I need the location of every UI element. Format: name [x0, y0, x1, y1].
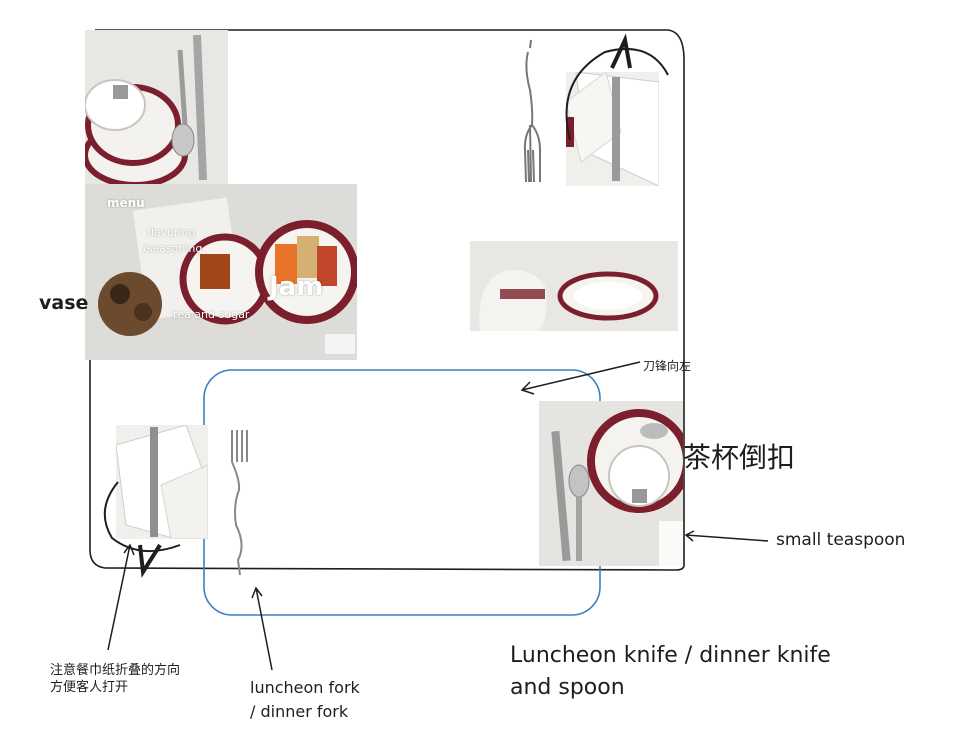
photo-napkin-knife-bottom: [116, 425, 208, 539]
table-outline: [89, 29, 685, 571]
small-teaspoon-label: small teaspoon: [776, 530, 906, 550]
napkin-note-line1: 注意餐巾纸折叠的方向: [50, 663, 181, 678]
flavoring-label: flavoring: [147, 226, 196, 239]
cup-inverted-label: 茶杯倒扣: [683, 441, 796, 474]
photo-condiments: menu flavoring /seasoning Jam tea and su…: [85, 184, 357, 360]
luncheon-fork-line1: luncheon fork: [250, 678, 360, 697]
jam-label: Jam: [269, 272, 324, 302]
seasoning-label: /seasoning: [143, 242, 203, 255]
luncheon-fork-line2: / dinner fork: [250, 702, 349, 721]
blade-left-label: 刀锋向左: [643, 359, 692, 373]
napkin-note-line2: 方便客人打开: [50, 680, 129, 695]
photo-creamer-saucer: [470, 241, 678, 331]
knife-spoon-line2: and spoon: [510, 675, 625, 700]
photo-cup-spoon: [85, 30, 228, 185]
menu-label: menu: [107, 196, 145, 210]
knife-spoon-line1: Luncheon knife / dinner knife: [510, 643, 831, 668]
photo-cup-knife-spoon: [539, 401, 683, 566]
photo-napkin-knife-top: [566, 72, 659, 186]
tea-sugar-label: tea and sugar: [173, 308, 250, 321]
vase-label: vase: [39, 292, 89, 314]
